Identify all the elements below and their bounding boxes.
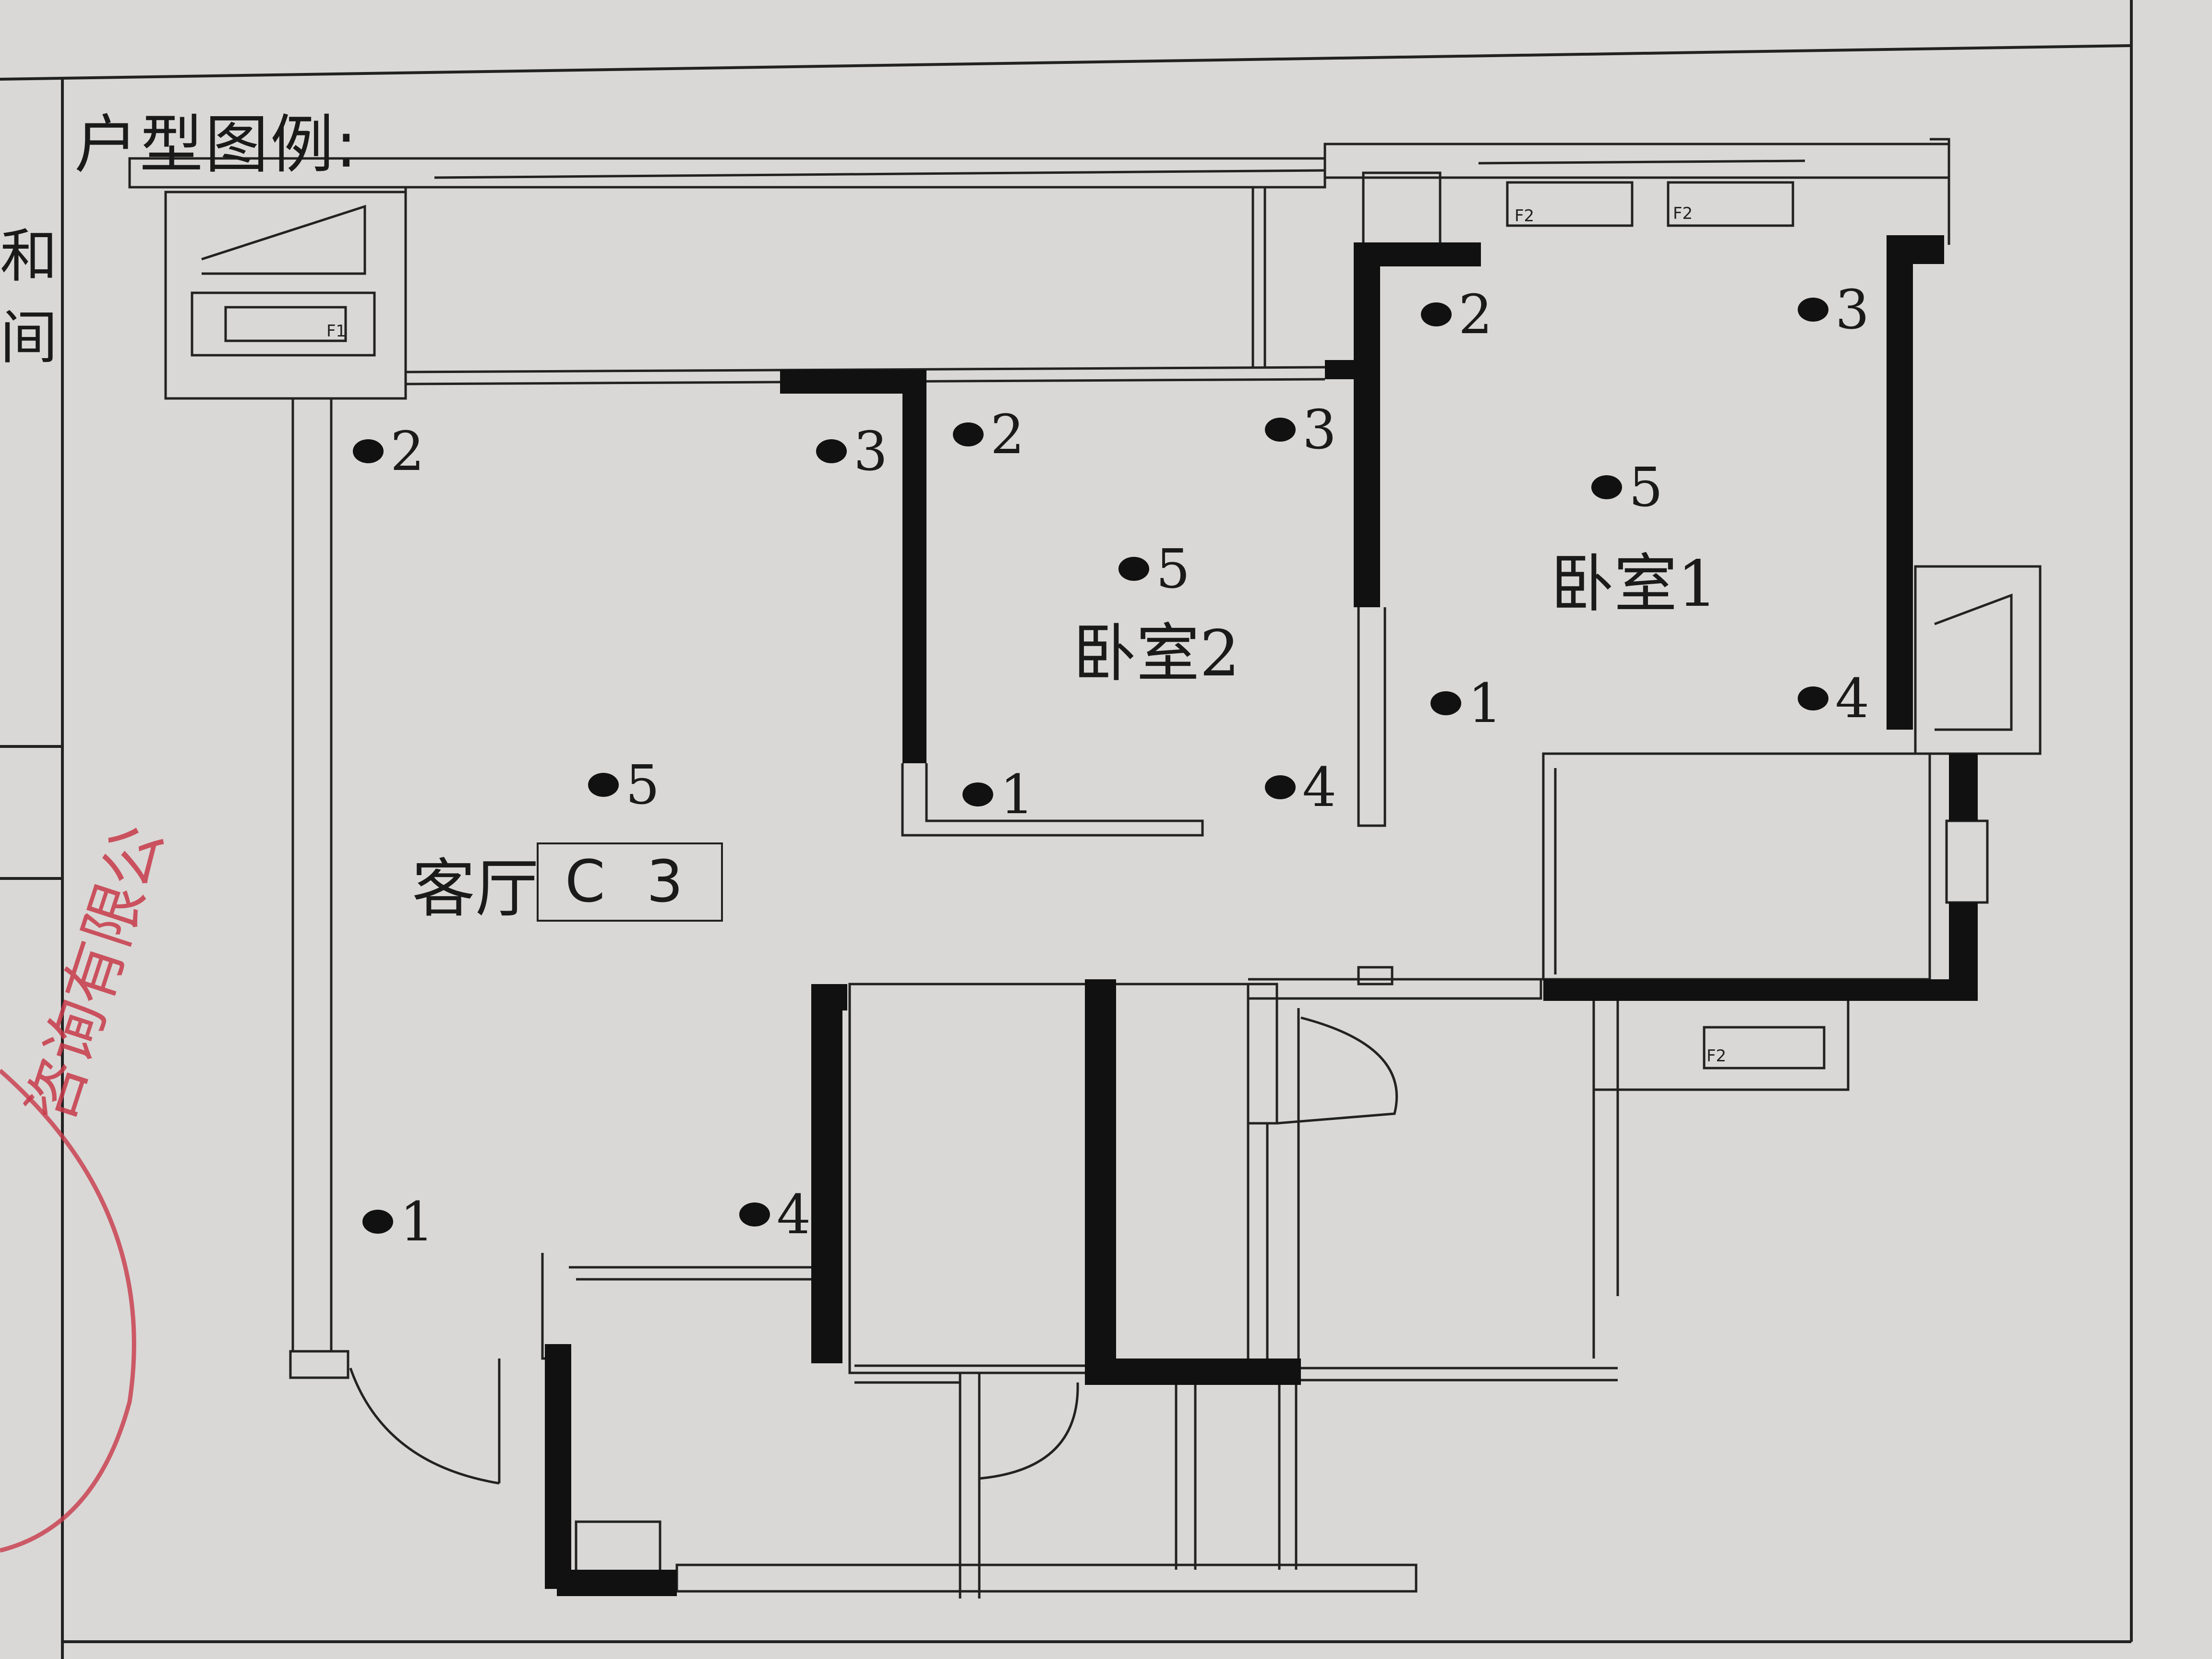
fixture-tag-f2-b: F2	[1673, 204, 1693, 223]
fixture-tag-f2-c: F2	[1707, 1046, 1727, 1066]
fixture-tag-f2-a: F2	[1515, 206, 1535, 226]
bedroom2-point-1: 1	[962, 768, 1034, 822]
room-label-bedroom2: 卧室2	[1073, 617, 1240, 691]
bedroom1-point-5: 5	[1591, 461, 1663, 515]
living-point-3: 3	[816, 425, 888, 479]
living-point-5: 5	[588, 758, 660, 812]
living-point-4: 4	[739, 1188, 811, 1242]
living-point-1: 1	[362, 1195, 434, 1249]
bedroom1-point-4: 4	[1798, 672, 1869, 726]
bedroom2-point-2: 2	[953, 408, 1024, 462]
bedroom1-point-1: 1	[1431, 677, 1502, 731]
bedroom1-point-3: 3	[1798, 283, 1869, 337]
bedroom2-point-4: 4	[1265, 761, 1336, 815]
bedroom2-point-5: 5	[1118, 542, 1190, 596]
unit-code: C 3	[565, 849, 695, 915]
living-point-2: 2	[353, 425, 424, 479]
bedroom1-point-2: 2	[1421, 288, 1492, 342]
room-label-bedroom1: 卧室1	[1551, 547, 1718, 621]
side-text-2: 间	[0, 305, 58, 372]
unit-code-box: C 3	[537, 842, 723, 922]
legend-title: 户型图例:	[74, 108, 359, 182]
fixture-tag-f1: F1	[326, 322, 347, 341]
side-text-1: 和	[0, 223, 58, 290]
room-label-living: 客厅	[412, 852, 539, 926]
bedroom2-point-3: 3	[1265, 403, 1336, 457]
